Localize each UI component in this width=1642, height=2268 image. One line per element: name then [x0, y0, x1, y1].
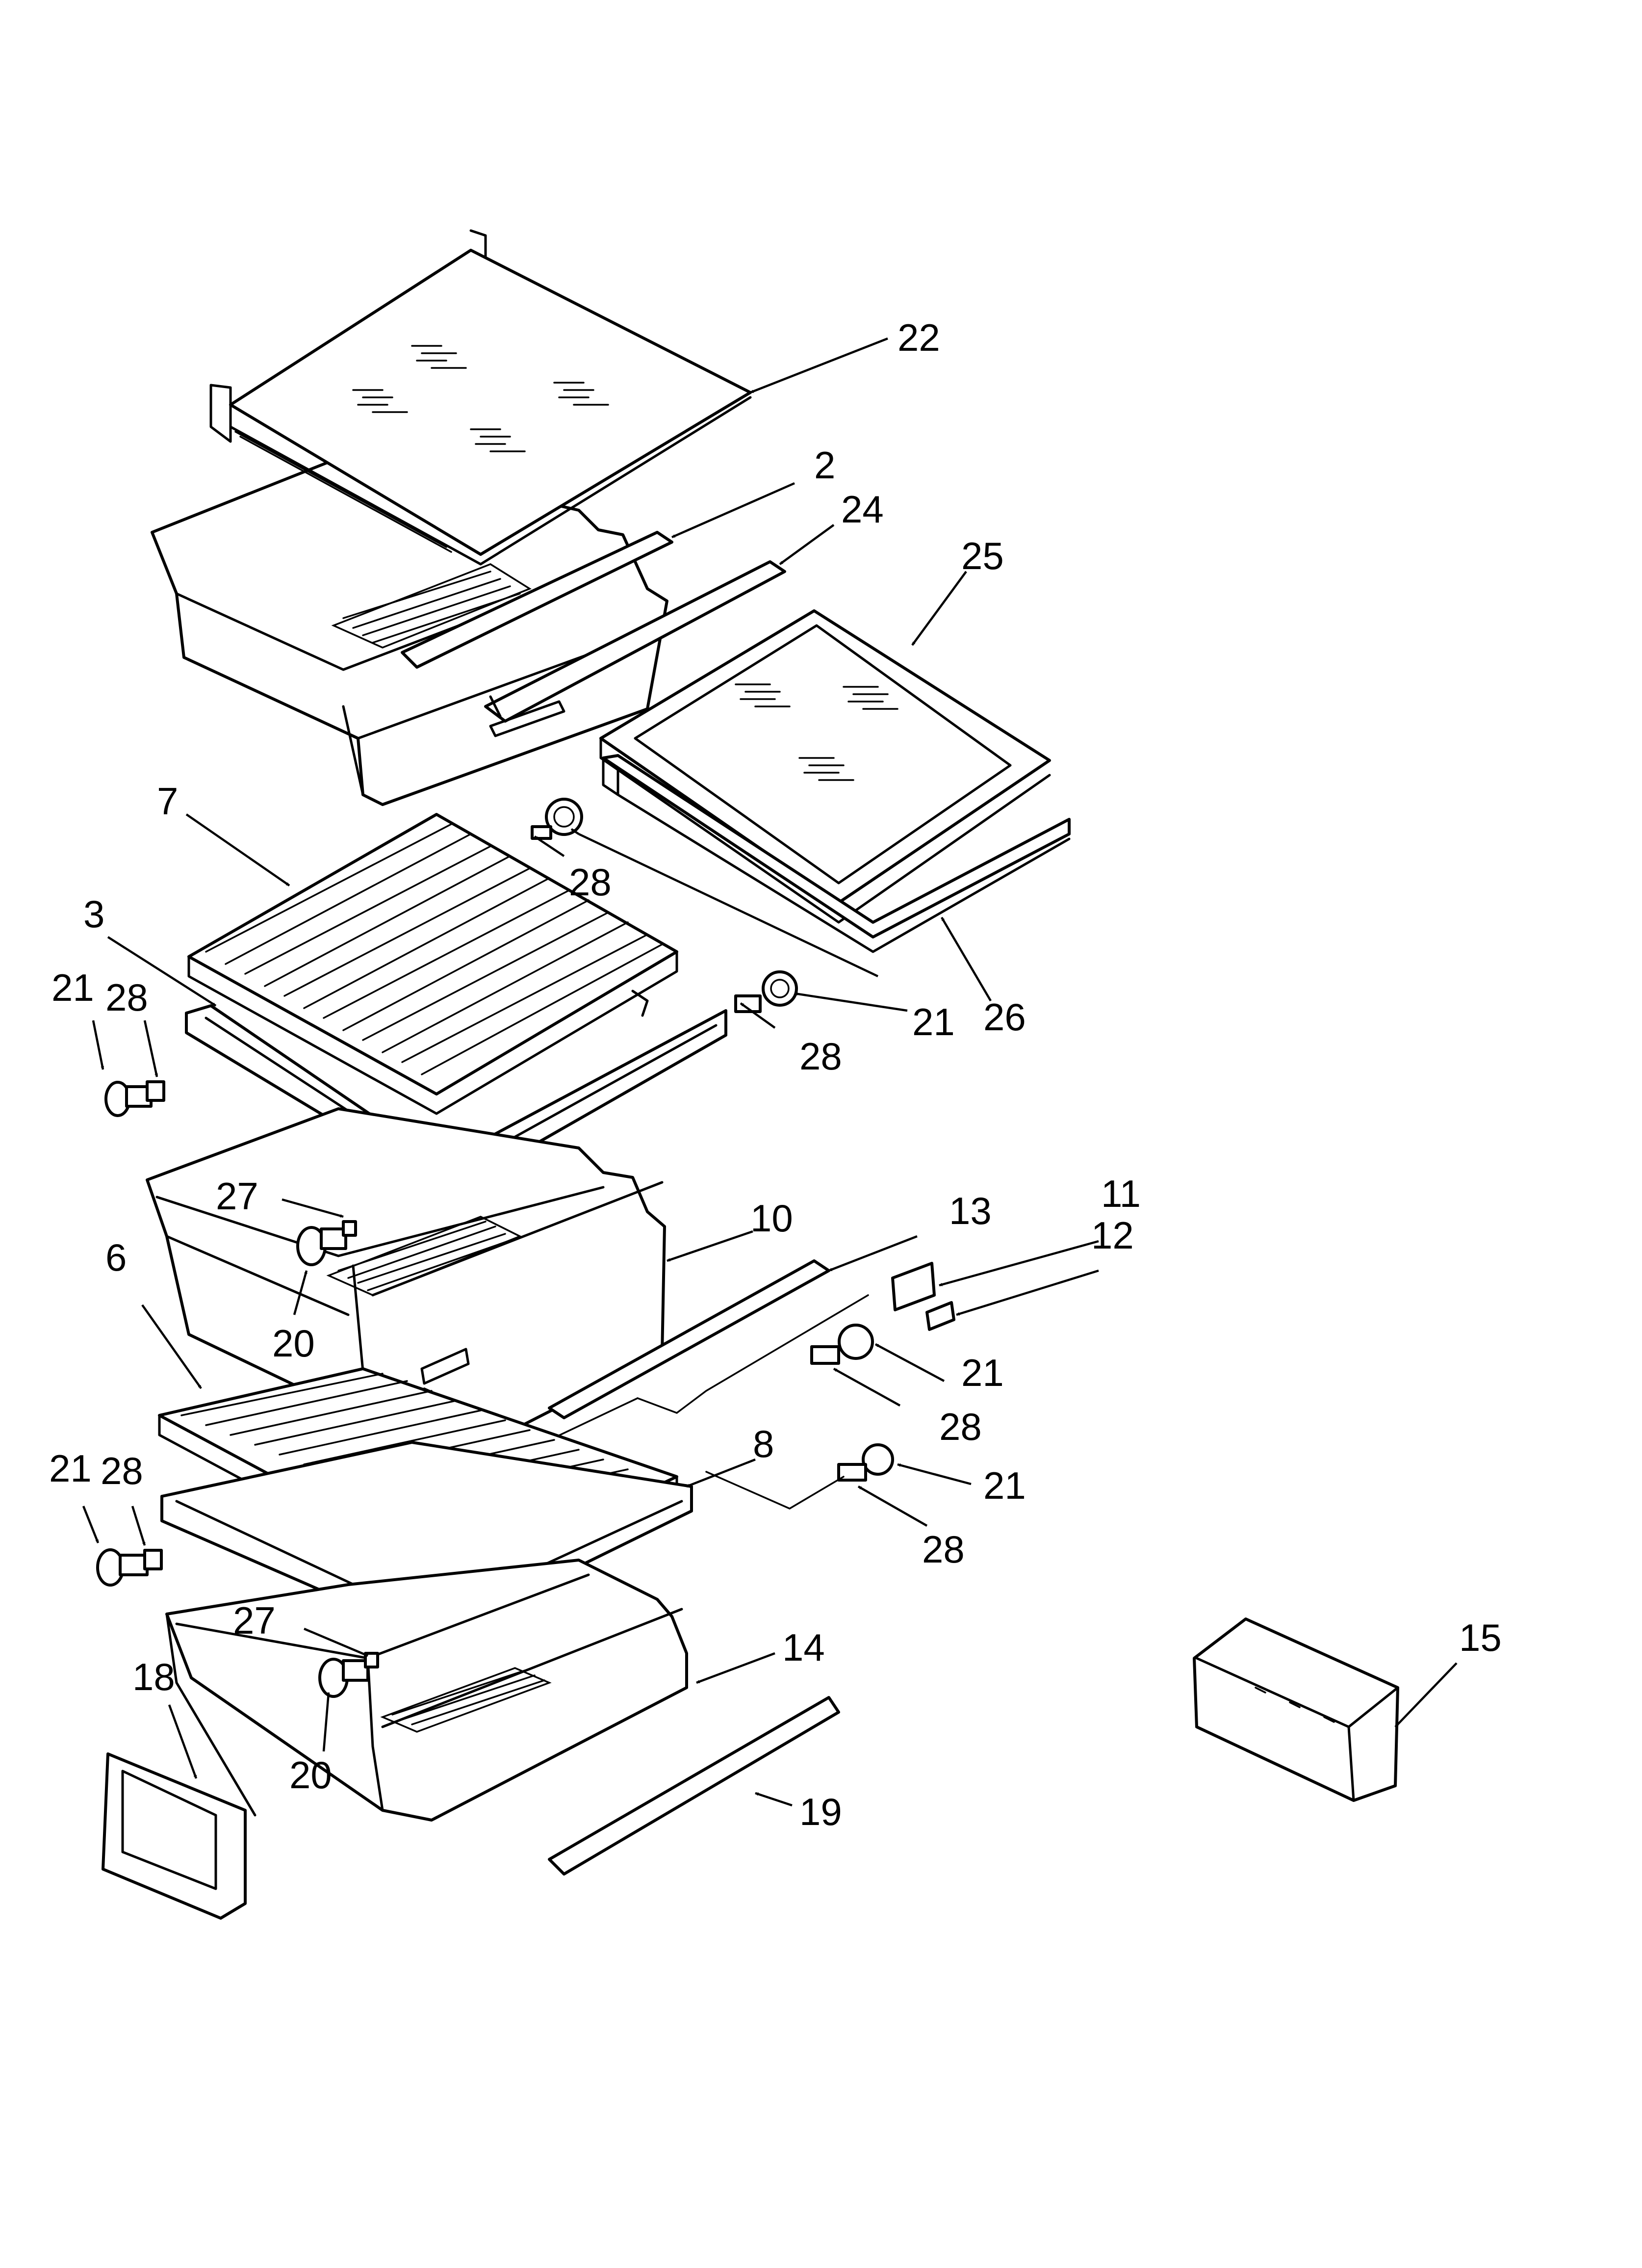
callout-28-e: 28	[922, 1528, 965, 1571]
callout-20-b: 20	[289, 1753, 332, 1797]
callout-21-c: 21	[961, 1351, 1004, 1394]
callout-21-b: 21	[51, 966, 94, 1009]
callout-19: 19	[799, 1790, 842, 1833]
damper-11	[891, 1262, 936, 1311]
callout-22: 22	[898, 316, 940, 359]
bin-15	[1193, 1617, 1399, 1802]
callout-10: 10	[750, 1197, 793, 1240]
callout-28-c: 28	[105, 976, 148, 1019]
callout-18: 18	[132, 1655, 175, 1698]
bearing-21-28-right-low	[837, 1443, 894, 1482]
damper-12	[925, 1301, 955, 1331]
callout-28-a: 28	[569, 860, 612, 904]
callout-24: 24	[841, 488, 884, 531]
bearing-27-20-lower	[318, 1652, 379, 1698]
callout-20-a: 20	[272, 1322, 315, 1365]
callout-21-d: 21	[983, 1464, 1026, 1507]
callout-14: 14	[782, 1626, 825, 1669]
callout-12: 12	[1091, 1214, 1134, 1257]
cover-trim-24	[484, 560, 786, 723]
bearing-21-left-upper	[104, 1080, 165, 1117]
callout-27-b: 27	[233, 1599, 276, 1642]
bearing-27-20-middle	[296, 1220, 357, 1266]
callout-25: 25	[961, 534, 1004, 577]
callout-6: 6	[105, 1236, 127, 1279]
bearing-28-top	[531, 798, 583, 840]
shelf-7	[187, 813, 678, 1115]
callout-2: 2	[814, 443, 835, 487]
callout-13: 13	[949, 1189, 992, 1232]
callout-7: 7	[157, 780, 178, 823]
callout-11: 11	[1101, 1172, 1141, 1215]
callout-28-f: 28	[101, 1449, 143, 1492]
cover-trim-2	[401, 531, 673, 669]
callout-28-b: 28	[799, 1035, 842, 1078]
cover-trim-19	[548, 1696, 840, 1876]
callout-21-a: 21	[912, 1000, 955, 1043]
label-holder-18	[102, 1752, 247, 1920]
callout-3: 3	[83, 892, 104, 936]
bearing-21-28-right-mid	[810, 1324, 874, 1365]
leader-lines	[82, 337, 1458, 1807]
callout-8: 8	[753, 1422, 774, 1465]
bearing-21-left-lower	[96, 1548, 163, 1587]
callout-labels: 22 2 24 25 7 3 28 21 26 28 21 28 27 10 1…	[49, 316, 1502, 1833]
callout-26: 26	[983, 995, 1026, 1039]
callout-28-d: 28	[939, 1405, 982, 1448]
callout-21-e: 21	[49, 1447, 92, 1490]
callout-27-a: 27	[216, 1174, 258, 1218]
glass-shelf-25	[599, 609, 1051, 924]
callout-15: 15	[1459, 1616, 1502, 1659]
shelf-frame-26	[602, 754, 1071, 953]
